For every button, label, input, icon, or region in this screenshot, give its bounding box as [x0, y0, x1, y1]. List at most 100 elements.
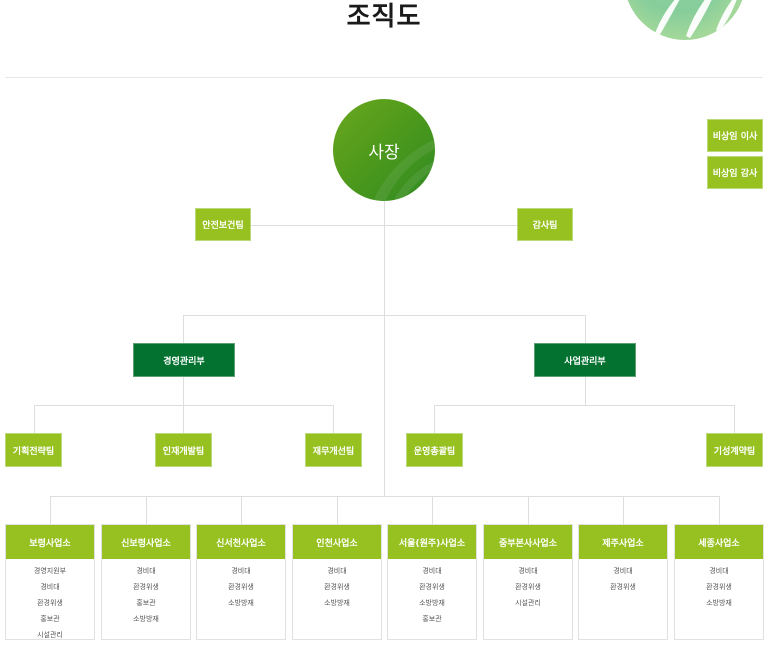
office-title: 신서천사업소 — [197, 525, 285, 559]
office-unit: 시설관리 — [515, 599, 541, 607]
team-label: 인재개발팀 — [162, 446, 205, 457]
leaf-watermark-icon — [373, 139, 435, 201]
connector-team-drop — [34, 405, 35, 433]
office-unit: 환경위생 — [706, 583, 732, 591]
connector-right-teams — [434, 405, 735, 406]
office-title: 신보령사업소 — [102, 525, 190, 559]
team-label: 기획전략팀 — [12, 446, 55, 457]
logo-leaf-emblem — [624, 0, 746, 40]
connector-office-drop — [146, 496, 147, 524]
office-unit: 소방방재 — [706, 599, 732, 607]
staff-label: 안전보건팀 — [202, 221, 244, 231]
connector-ceo-trunk — [384, 199, 385, 496]
ceo-node[interactable]: 사장 — [333, 99, 435, 201]
office-unit: 경비대 — [613, 567, 633, 575]
staff-node-safety[interactable]: 안전보건팀 — [195, 208, 251, 241]
ceo-label: 사장 — [368, 142, 400, 163]
office-unit: 시설관리 — [37, 631, 63, 639]
office-unit: 환경위생 — [133, 583, 159, 591]
office-unit: 환경위생 — [610, 583, 636, 591]
connector-office-drop — [623, 496, 624, 524]
board-label: 비상임 이사 — [712, 132, 758, 142]
connector-staff — [250, 225, 517, 226]
connector-left-teams — [34, 405, 334, 406]
connector-team-drop — [734, 405, 735, 433]
connector-divisions — [183, 315, 585, 316]
office-unit: 환경위생 — [37, 599, 63, 607]
office-unit: 소방방재 — [324, 599, 350, 607]
office-unit: 홍보관 — [422, 615, 442, 623]
office-unit: 경비대 — [422, 567, 442, 575]
connector-right-division-down — [585, 377, 586, 405]
division-node-business[interactable]: 사업관리부 — [534, 343, 636, 377]
office-unit: 소방방재 — [228, 599, 254, 607]
office-unit: 환경위생 — [324, 583, 350, 591]
team-node-operations[interactable]: 운영총괄팀 — [406, 433, 463, 467]
connector-division-left-drop — [183, 315, 184, 343]
board-label: 비상임 감사 — [712, 169, 758, 179]
connector-office-drop — [528, 496, 529, 524]
office-unit: 경비대 — [709, 567, 729, 575]
team-node-finance[interactable]: 재무개선팀 — [305, 433, 362, 467]
board-node-director[interactable]: 비상임 이사 — [707, 119, 763, 152]
office-title: 인천사업소 — [293, 525, 381, 559]
header-divider — [5, 77, 763, 78]
board-node-auditor[interactable]: 비상임 감사 — [707, 156, 763, 189]
connector-offices — [50, 496, 719, 497]
office-unit: 소방방재 — [419, 599, 445, 607]
staff-label: 감사팀 — [532, 221, 558, 231]
office-unit: 경비대 — [40, 583, 60, 591]
office-unit: 소방방재 — [133, 615, 159, 623]
connector-office-drop — [241, 496, 242, 524]
team-node-planning[interactable]: 기획전략팀 — [5, 433, 62, 467]
division-node-management[interactable]: 경영관리부 — [133, 343, 235, 377]
team-node-contracts[interactable]: 기성계약팀 — [706, 433, 763, 467]
connector-team-drop — [333, 405, 334, 433]
leaf-icon — [654, 0, 737, 38]
office-unit: 경비대 — [518, 567, 538, 575]
office-unit: 경비대 — [327, 567, 347, 575]
office-unit: 홍보관 — [40, 615, 60, 623]
office-title: 제주사업소 — [579, 525, 667, 559]
office-unit: 홍보관 — [136, 599, 156, 607]
office-unit: 경비대 — [231, 567, 251, 575]
division-label: 경영관리부 — [163, 356, 205, 367]
connector-office-drop — [337, 496, 338, 524]
office-title: 세종사업소 — [675, 525, 763, 559]
connector-office-drop — [432, 496, 433, 524]
team-label: 운영총괄팀 — [413, 446, 456, 457]
connector-office-drop — [50, 496, 51, 524]
office-unit: 경비대 — [136, 567, 156, 575]
office-unit: 환경위생 — [228, 583, 254, 591]
division-label: 사업관리부 — [564, 356, 606, 367]
staff-node-audit[interactable]: 감사팀 — [517, 208, 573, 241]
office-title: 보령사업소 — [6, 525, 94, 559]
office-title: 중부본사사업소 — [484, 525, 572, 559]
office-unit: 환경위생 — [419, 583, 445, 591]
connector-division-right-drop — [585, 315, 586, 343]
team-label: 기성계약팀 — [713, 446, 756, 457]
office-title: 서울(원주)사업소 — [388, 525, 476, 559]
team-node-hr[interactable]: 인재개발팀 — [155, 433, 212, 467]
connector-office-drop — [719, 496, 720, 524]
connector-team-drop — [434, 405, 435, 433]
office-unit: 경영지원부 — [33, 567, 67, 575]
page-title: 조직도 — [346, 2, 422, 32]
team-label: 재무개선팀 — [312, 446, 355, 457]
